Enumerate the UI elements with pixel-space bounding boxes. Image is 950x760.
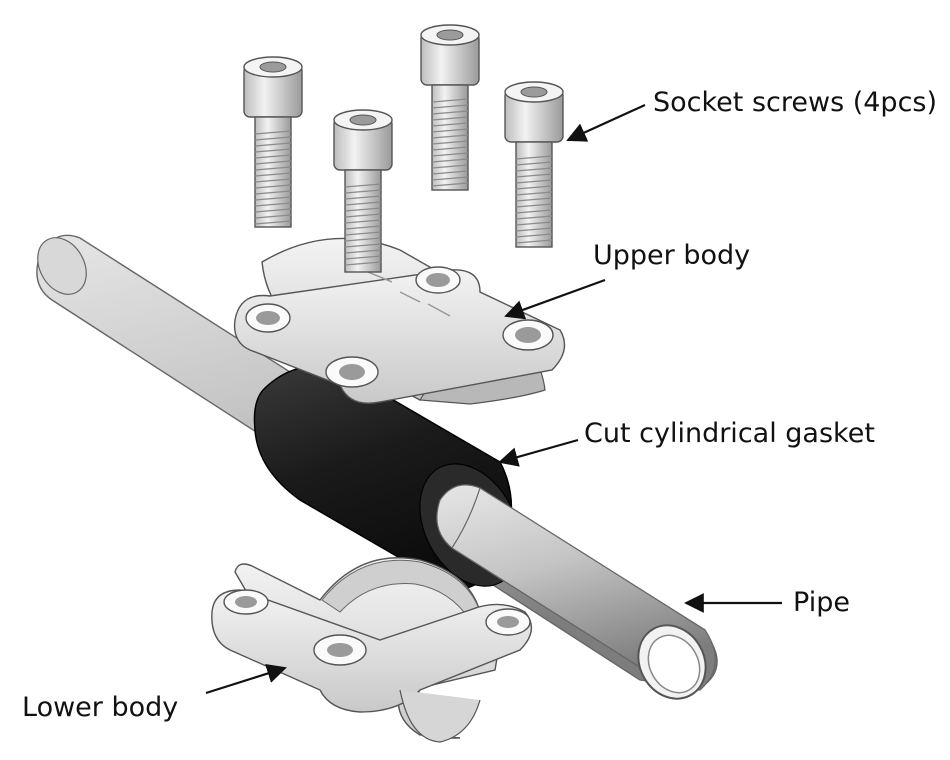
label-pipe: Pipe [684, 587, 850, 618]
socket-screws-label: Socket screws (4pcs) [653, 87, 937, 118]
lower-body-arrow [205, 663, 287, 695]
socket-screw-icon [333, 109, 393, 273]
socket-screws-group [243, 24, 564, 273]
socket-screw-icon [420, 24, 480, 191]
label-upper-body: Upper body [504, 240, 750, 320]
upper-body-label: Upper body [593, 240, 750, 271]
lower-body-label: Lower body [22, 692, 178, 723]
label-gasket: Cut cylindrical gasket [498, 418, 875, 467]
clamp-lower-body-icon [211, 557, 533, 743]
pipe-label: Pipe [793, 587, 850, 618]
label-socket-screws: Socket screws (4pcs) [566, 87, 937, 142]
upper-body-arrow [504, 278, 606, 320]
gasket-label: Cut cylindrical gasket [584, 418, 875, 449]
socket-screw-icon [243, 56, 303, 228]
gasket-arrow [498, 438, 579, 467]
label-lower-body: Lower body [22, 663, 287, 723]
socket-screw-icon [504, 81, 564, 248]
pipe-front-end [451, 487, 716, 700]
socket-screws-arrow [566, 103, 646, 142]
clamp-upper-body-icon [233, 237, 566, 405]
